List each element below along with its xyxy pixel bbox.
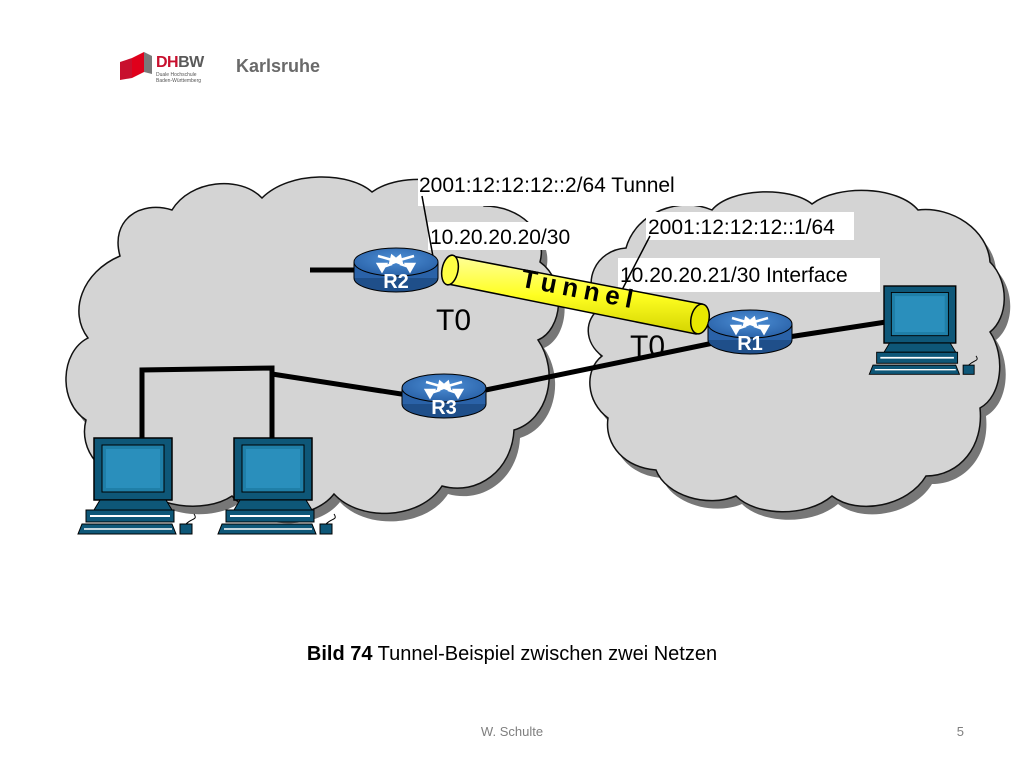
label-r1-ipv4: 10.20.20.21/30 Interface	[620, 264, 848, 287]
label-bg-r2-ipv6	[418, 166, 702, 206]
link-bus-r3	[271, 371, 415, 399]
router-r3[interactable]: R3	[401, 373, 487, 419]
label-r2-ipv4: 10.20.20.20/30	[430, 226, 570, 249]
router-r3-label: R3	[431, 397, 457, 419]
logo-wordmark: DHBW	[156, 54, 204, 71]
logo-city: Karlsruhe	[236, 56, 321, 76]
network-diagram: Tunnel R2 R3	[65, 166, 1011, 535]
network-links	[139, 267, 887, 440]
footer-author: W. Schulte	[480, 724, 544, 739]
router-r1[interactable]: R1	[707, 309, 793, 355]
link-r3-r1	[475, 337, 729, 395]
label-r2-ipv6: 2001:12:12:12::2/64 Tunnel	[419, 174, 675, 197]
figure-caption: Bild 74 Tunnel-Beispiel zwischen zwei Ne…	[0, 643, 1024, 666]
router-r2[interactable]: R2	[353, 247, 439, 293]
dhbw-logo-mark	[120, 52, 152, 80]
caption-text: Tunnel-Beispiel zwischen zwei Netzen	[377, 643, 718, 665]
label-t0-left: T0	[436, 304, 471, 337]
link-r1-pc	[781, 319, 887, 341]
label-bg-r1-ipv4	[618, 258, 880, 292]
leader-r1	[621, 235, 651, 291]
label-t0-right: T0	[630, 330, 665, 363]
footer-page-number: 5	[956, 724, 964, 739]
label-bg-r1-ipv6	[646, 212, 854, 240]
leader-r2	[421, 195, 435, 263]
link-lan-bus	[139, 365, 275, 440]
router-r2-label: R2	[383, 271, 409, 293]
caption-prefix: Bild 74	[306, 643, 373, 665]
router-r1-label: R1	[737, 333, 763, 355]
label-bg-r2-ipv4	[428, 222, 586, 250]
label-r1-ipv6: 2001:12:12:12::1/64	[648, 216, 835, 239]
